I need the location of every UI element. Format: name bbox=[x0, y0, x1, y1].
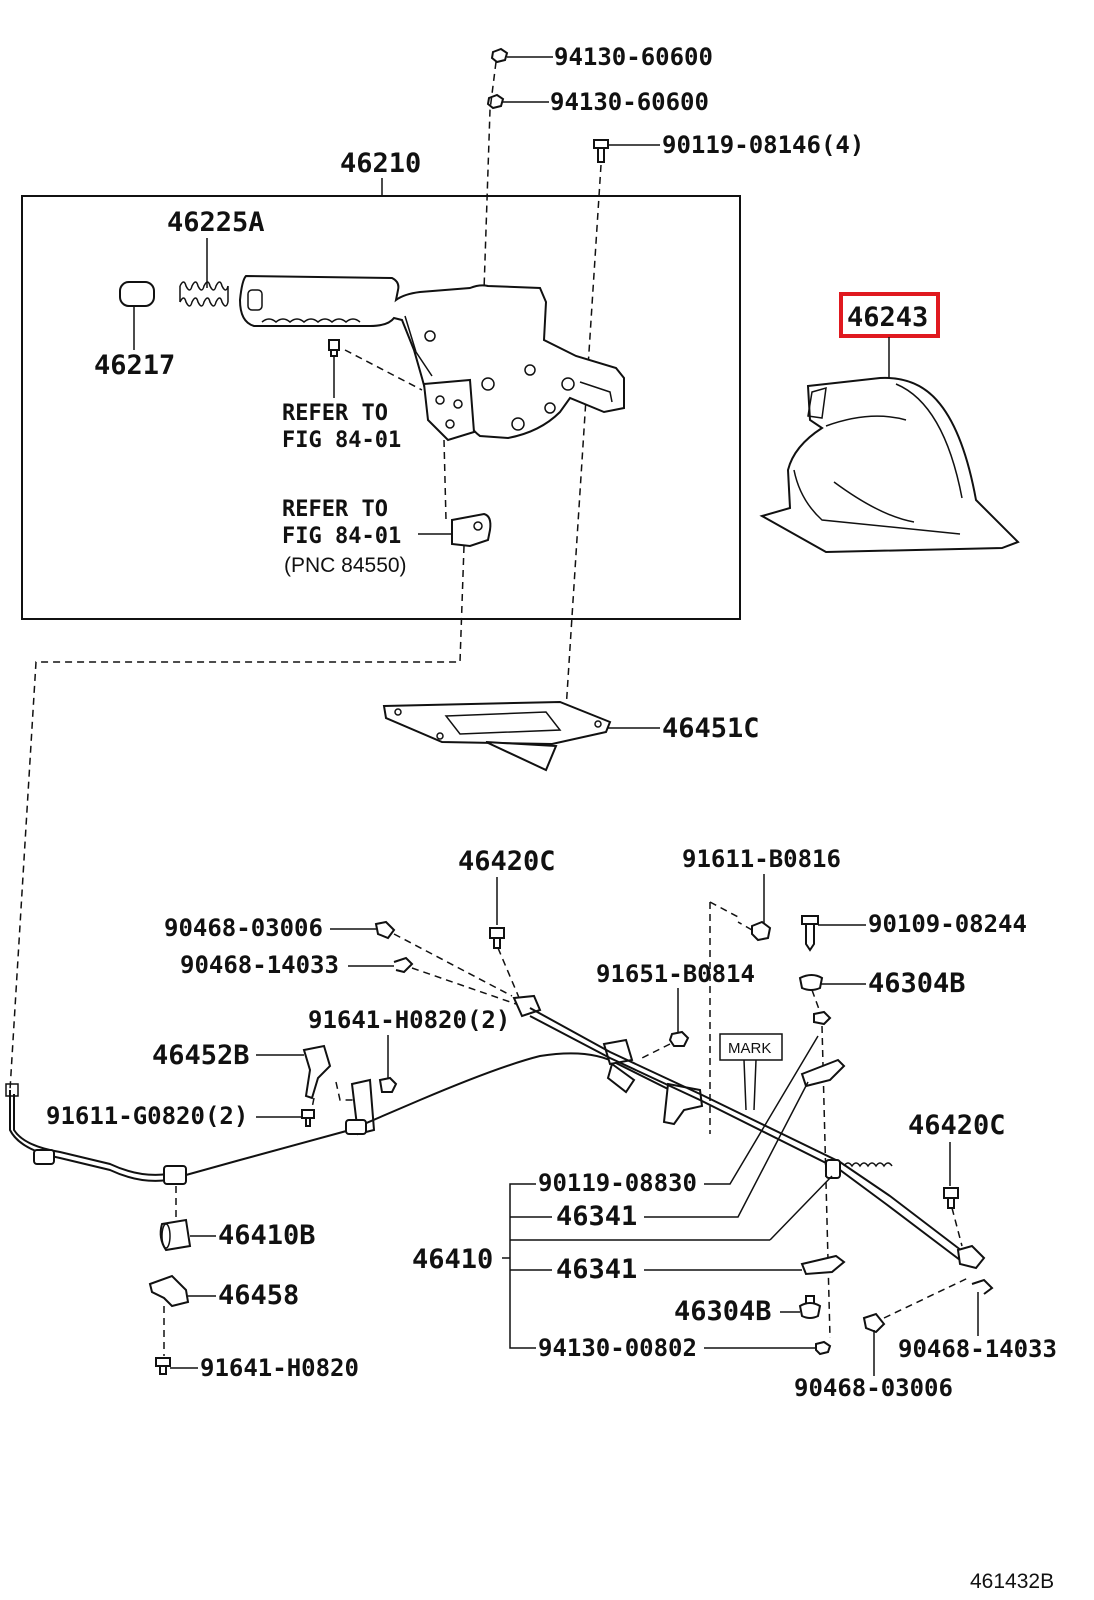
rear-cables[interactable] bbox=[529, 1007, 986, 1270]
grommet-46304B-upper[interactable] bbox=[798, 974, 824, 991]
label-91641-H0820-2[interactable]: 91641-H0820(2) bbox=[308, 1006, 510, 1034]
label-46420C-a[interactable]: 46420C bbox=[458, 846, 556, 877]
label-91641-H0820[interactable]: 91641-H0820 bbox=[200, 1354, 359, 1382]
label-46341-a[interactable]: 46341 bbox=[556, 1201, 637, 1232]
lever-mount-bolt[interactable] bbox=[328, 339, 340, 357]
label-90119-08830[interactable]: 90119-08830 bbox=[538, 1169, 697, 1197]
label-90468-03006-b[interactable]: 90468-03006 bbox=[794, 1374, 953, 1402]
label-46341-b[interactable]: 46341 bbox=[556, 1254, 637, 1285]
label-91611-G0820-2[interactable]: 91611-G0820(2) bbox=[46, 1102, 248, 1130]
button-46217[interactable] bbox=[119, 281, 155, 307]
label-94130-60600-b[interactable]: 94130-60600 bbox=[550, 88, 709, 116]
bracket-46452B[interactable] bbox=[302, 1044, 332, 1100]
nut-94130-00802[interactable] bbox=[815, 1340, 832, 1356]
clip-46420C-upper[interactable] bbox=[489, 927, 505, 949]
label-46304B-a[interactable]: 46304B bbox=[868, 968, 966, 999]
label-90109-08244[interactable]: 90109-08244 bbox=[868, 910, 1027, 938]
spring-46225A[interactable] bbox=[179, 281, 229, 307]
label-46451C[interactable]: 46451C bbox=[662, 713, 760, 744]
label-90468-03006-a[interactable]: 90468-03006 bbox=[164, 914, 323, 942]
nut-94130-60600-top[interactable] bbox=[490, 47, 509, 64]
refer-note-1-line2: FIG 84-01 bbox=[282, 428, 401, 453]
grommet-46304B-lower[interactable] bbox=[798, 1295, 822, 1319]
label-46304B-b[interactable]: 46304B bbox=[674, 1296, 772, 1327]
parking-brake-lever[interactable] bbox=[238, 274, 625, 442]
label-46225A[interactable]: 46225A bbox=[167, 207, 265, 238]
label-90468-14033-a[interactable]: 90468-14033 bbox=[180, 951, 339, 979]
cable-bracket-lower[interactable] bbox=[800, 1254, 846, 1276]
refer-note-2-line3: (PNC 84550) bbox=[284, 554, 407, 577]
clip-90468-14033-upper[interactable] bbox=[393, 956, 414, 974]
figure-number: 461432B bbox=[970, 1570, 1054, 1593]
label-94130-00802[interactable]: 94130-00802 bbox=[538, 1334, 697, 1362]
label-46452B[interactable]: 46452B bbox=[152, 1040, 250, 1071]
bolt-90119-08146[interactable] bbox=[593, 139, 609, 163]
label-90119-08146[interactable]: 90119-08146(4) bbox=[662, 131, 864, 159]
grommet-46410B[interactable] bbox=[159, 1218, 192, 1252]
bolt-91611-G0820[interactable] bbox=[301, 1109, 315, 1127]
label-90468-14033-b[interactable]: 90468-14033 bbox=[898, 1335, 1057, 1363]
mark-label: MARK bbox=[728, 1040, 771, 1057]
label-91651-B0814[interactable]: 91651-B0814 bbox=[596, 960, 755, 988]
retainer-46451C[interactable] bbox=[382, 700, 612, 772]
bolt-90109-08244[interactable] bbox=[801, 915, 819, 952]
bolt-91641-H0820-upper[interactable] bbox=[378, 1076, 398, 1093]
lever-boot-46243[interactable] bbox=[759, 376, 1020, 554]
label-46243[interactable]: 46243 bbox=[847, 302, 928, 333]
brake-switch[interactable] bbox=[451, 512, 492, 548]
label-94130-60600-a[interactable]: 94130-60600 bbox=[554, 43, 713, 71]
label-46410B[interactable]: 46410B bbox=[218, 1220, 316, 1251]
refer-note-2-line1: REFER TO bbox=[282, 497, 388, 522]
lever-assembly-box bbox=[21, 195, 741, 620]
label-46458[interactable]: 46458 bbox=[218, 1280, 299, 1311]
nut-94130-60600-second[interactable] bbox=[486, 93, 505, 110]
refer-note-1-line1: REFER TO bbox=[282, 401, 388, 426]
equalizer[interactable] bbox=[512, 994, 704, 1126]
bolt-91611-B0816[interactable] bbox=[751, 920, 772, 942]
label-46420C-b[interactable]: 46420C bbox=[908, 1110, 1006, 1141]
mark-box bbox=[719, 1033, 783, 1061]
refer-note-2-line2: FIG 84-01 bbox=[282, 524, 401, 549]
clip-90468-14033-lower[interactable] bbox=[971, 1278, 994, 1295]
label-91611-B0816[interactable]: 91611-B0816 bbox=[682, 845, 841, 873]
bolt-91651-B0814[interactable] bbox=[668, 1030, 690, 1047]
front-cable[interactable] bbox=[5, 1052, 671, 1185]
label-46217[interactable]: 46217 bbox=[94, 350, 175, 381]
label-46410[interactable]: 46410 bbox=[412, 1244, 493, 1275]
clip-46420C-lower[interactable] bbox=[943, 1187, 959, 1209]
label-46210[interactable]: 46210 bbox=[340, 148, 421, 179]
clamp-90468-03006-upper[interactable] bbox=[374, 920, 396, 940]
cable-bracket-upper[interactable] bbox=[800, 1058, 846, 1088]
highlight-46243 bbox=[839, 292, 940, 338]
bracket-46458[interactable] bbox=[148, 1274, 190, 1308]
bolt-91641-H0820[interactable] bbox=[155, 1357, 171, 1375]
clamp-90468-03006-lower[interactable] bbox=[862, 1312, 886, 1334]
bolt-upper-right[interactable] bbox=[813, 1010, 832, 1026]
